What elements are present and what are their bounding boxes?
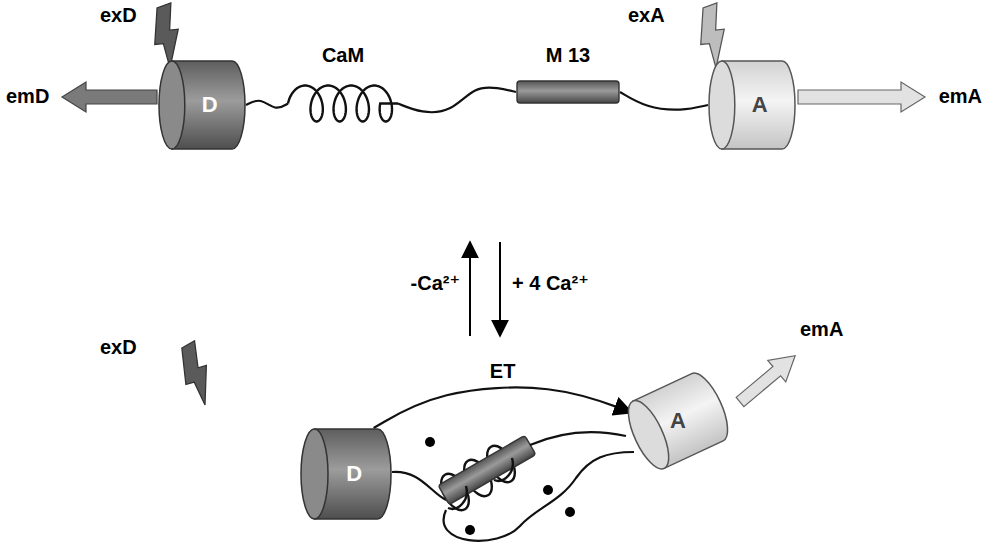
text-label: exD: [100, 336, 137, 359]
calcium-ion: [465, 525, 475, 535]
cylinder: [709, 61, 795, 149]
linker-line: [620, 92, 708, 110]
m13-peptide: [438, 435, 536, 504]
donor-cylinder: D: [300, 428, 392, 520]
equilibrium-arrow: [499, 242, 501, 336]
cylinder-face: [620, 395, 677, 474]
linker-line: [530, 432, 626, 445]
cylinder-face: [709, 61, 735, 149]
linker-line: [246, 101, 288, 108]
cylinder-face: [159, 61, 185, 149]
edge-label: ET: [487, 360, 519, 383]
emission-arrow: [731, 345, 804, 413]
node-text: D: [346, 461, 362, 486]
calcium-ion: [425, 437, 435, 447]
m13-peptide: M 13: [516, 44, 620, 106]
text-label: -Ca²⁺: [411, 272, 460, 295]
donor-cylinder: D: [158, 60, 246, 150]
node-text: D: [202, 92, 218, 117]
acceptor-cylinder: A: [708, 60, 796, 150]
excitation-bolt: [143, 3, 191, 70]
node-text: A: [670, 408, 686, 433]
text-label: emA: [800, 318, 843, 341]
linker-line: [444, 452, 634, 541]
node-text: CaM: [322, 44, 364, 67]
text-label: emA: [939, 85, 982, 108]
cylinder-face: [301, 429, 328, 519]
node-text: A: [752, 92, 768, 117]
calmodulin-coil: CaM: [288, 44, 398, 136]
emission-arrow: [62, 82, 157, 112]
cylinder: [620, 368, 735, 474]
node-text: M 13: [546, 44, 590, 67]
acceptor-cylinder: A: [620, 368, 736, 474]
energy-transfer-arrow: [374, 387, 632, 428]
linker-line: [392, 472, 446, 500]
cylinder: [301, 429, 391, 519]
cylinder: [159, 61, 245, 149]
calcium-ion: [543, 485, 553, 495]
emission-arrow: [798, 82, 925, 112]
text-label: + 4 Ca²⁺: [512, 272, 589, 295]
excitation-bolt: [169, 341, 225, 408]
linker-line: [398, 87, 516, 112]
text-label: exA: [628, 4, 665, 27]
text-label: exD: [100, 4, 137, 27]
text-label: emD: [6, 85, 49, 108]
coil-front-arc: [494, 458, 513, 481]
coil-front-arc: [448, 486, 467, 509]
donor-cylinder-shape: [300, 428, 392, 520]
helix-coil: [288, 86, 398, 122]
peptide-bar: [517, 81, 619, 103]
equilibrium-arrow: [469, 242, 471, 336]
calcium-ion: [565, 507, 575, 517]
excitation-bolt: [689, 3, 737, 70]
